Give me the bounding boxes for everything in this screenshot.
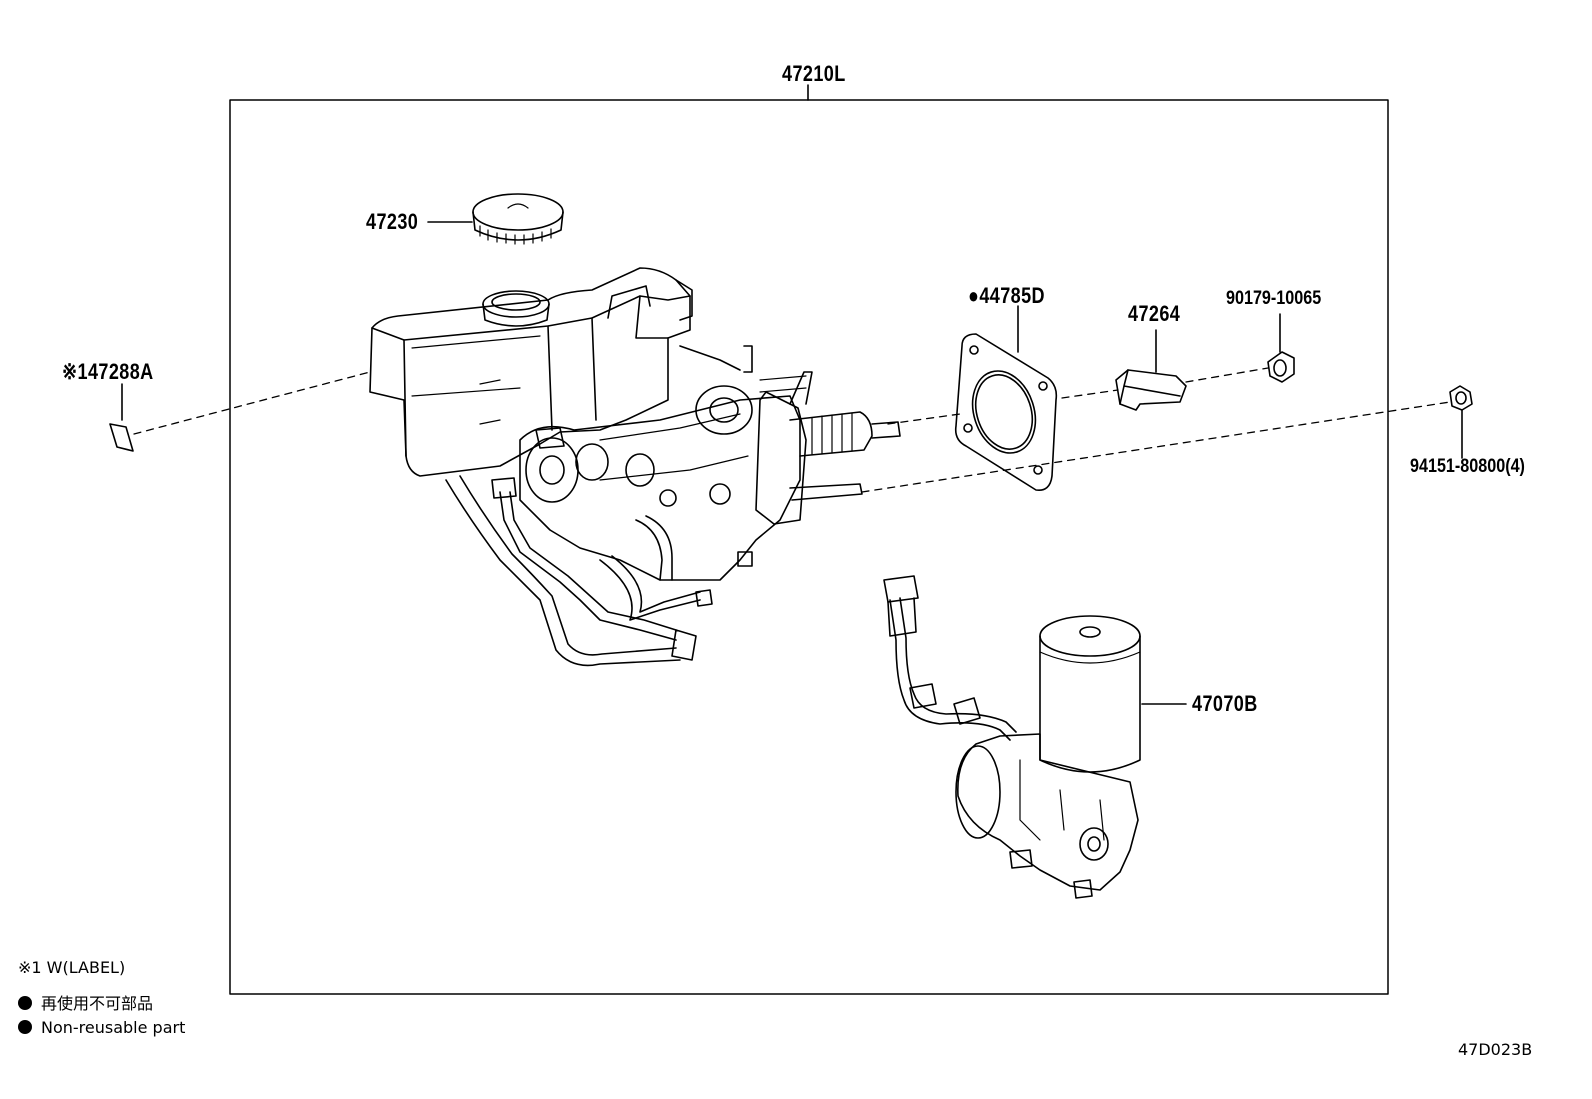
label-assembly-47210L[interactable]: 47210L [782,61,846,86]
label-bolt-94151-80800[interactable]: 94151-80800(4) [1410,456,1525,477]
label-pump-47070B[interactable]: 47070B [1192,691,1258,716]
label-bracket-47264[interactable]: 47264 [1128,301,1181,326]
bolt-part [1449,385,1473,459]
legend-nonreuse-en-text: Non-reusable part [41,1018,186,1037]
master-cylinder-assembly [369,267,901,667]
legend-nonreuse-jp-text: 再使用不可部品 [41,994,154,1013]
assembly-frame [229,99,1389,995]
bracket-part [1115,329,1187,411]
diagram-code: 47D023B [1458,1040,1533,1059]
dashed-leaders [133,367,1451,493]
nonreusable-dot-icon [18,1020,32,1034]
label-nut-90179-10065[interactable]: 90179-10065 [1226,288,1322,309]
legend-nonreuse-en: Non-reusable part [18,1018,185,1038]
label-label-47288A[interactable]: ※147288A [62,359,154,384]
legend-nonreuse-jp: 再使用不可部品 [18,994,153,1014]
nonreusable-marker-icon: ● [968,283,980,308]
reservoir-cap [427,193,564,245]
gasket-part [954,305,1058,492]
legend-label-note: ※1 W(LABEL) [18,958,126,977]
pump-motor [883,575,1187,899]
label-gasket-text: 44785D [979,283,1045,308]
nut-part [1267,313,1295,383]
nonreusable-dot-icon [18,996,32,1010]
label-cap-47230[interactable]: 47230 [366,209,419,234]
label-gasket-44785D[interactable]: ●44785D [968,284,1045,308]
label-part [109,383,134,452]
